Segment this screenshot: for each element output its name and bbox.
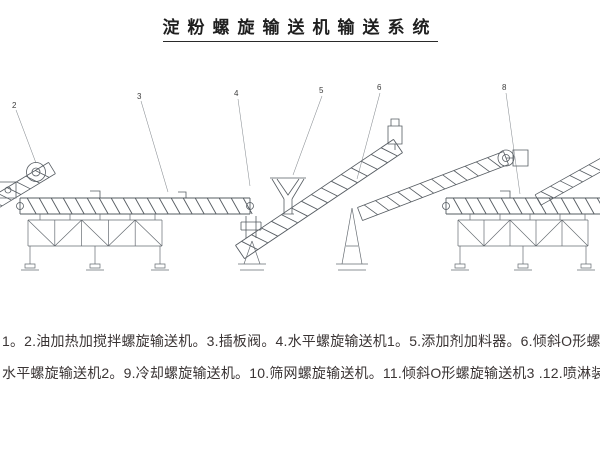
callout-4-label: 4 [234, 89, 239, 98]
callout-5-label: 5 [319, 86, 324, 95]
callout-leader-lines [15, 92, 521, 195]
bearing-conveyor2-left [442, 202, 450, 210]
bearing-conveyor1-right [246, 202, 254, 210]
mixing-conveyor-stub [0, 162, 56, 208]
bearing-conveyor1-left [16, 202, 24, 210]
left-drive-shaft [4, 186, 12, 194]
drawing-title-text: 淀粉螺旋输送机输送系统 [162, 18, 438, 42]
inclined-conveyor-3-stub [534, 158, 600, 206]
horizontal-conveyor-2 [445, 197, 600, 215]
legend-line-1: 1。2.油加热加搅拌螺旋输送机。3.插板阀。4.水平螺旋输送机1。5.添加剂加料… [2, 333, 600, 349]
inclined-conveyor-2 [357, 151, 509, 221]
drive-motor-inclined-1 [387, 118, 403, 150]
end-flange-left [26, 162, 46, 182]
inclined-conveyor-1 [235, 139, 403, 259]
end-flange-inclined-2-hub [502, 154, 510, 162]
truss-support-1 [27, 219, 163, 247]
end-flange-inclined-2 [497, 149, 515, 167]
truss-support-2 [457, 219, 589, 247]
flanges-and-bearings [4, 149, 515, 210]
callout-2-label: 2 [12, 101, 17, 110]
callout-6-label: 6 [377, 83, 382, 92]
callout-3-label: 3 [137, 92, 142, 101]
left-drive-unit [0, 181, 17, 199]
callout-8-label: 8 [502, 83, 507, 92]
horizontal-conveyor-1 [19, 197, 253, 215]
legend-line-2: 水平螺旋输送机2。9.冷却螺旋输送机。10.筛网螺旋输送机。11.倾斜O形螺旋输… [2, 365, 600, 381]
drawing-title: 淀粉螺旋输送机输送系统 [0, 13, 600, 42]
chute-and-slide-valve [240, 216, 262, 238]
additive-feeder-hopper [270, 177, 306, 215]
support-legs-and-pads [21, 207, 595, 271]
end-flange-left-hub [31, 167, 41, 177]
tube-inspection-ports [90, 190, 511, 199]
